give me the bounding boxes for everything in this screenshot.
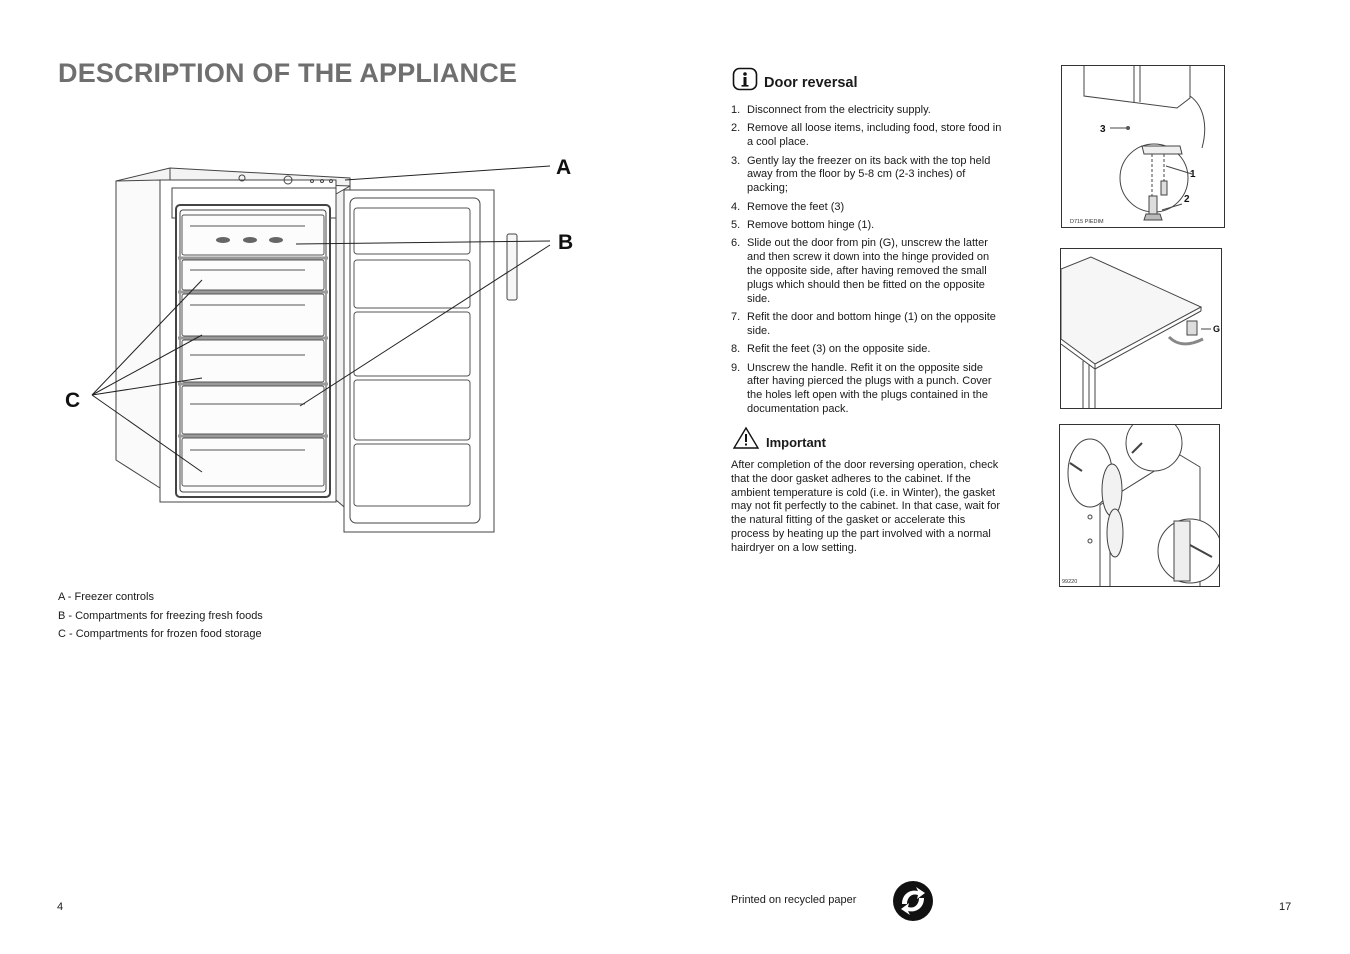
callout-a: A [556, 156, 571, 179]
legend-item: A - Freezer controls [58, 591, 154, 603]
info-icon [732, 67, 758, 91]
step-number: 5. [731, 218, 741, 231]
hinge-feet-illustration: 3 1 2 D715 PIEDIM [1070, 66, 1206, 225]
list-item: 9. Unscrew the handle. Refit it on the op… [731, 362, 1003, 417]
step-text: Remove bottom hinge (1). [747, 218, 875, 231]
handle-illustration: 99220 [1062, 425, 1219, 586]
list-item: 7. Refit the door and bottom hinge (1) on… [731, 311, 1003, 339]
step-number: 2. [731, 122, 741, 135]
step-number: 8. [731, 343, 741, 356]
step-text: Refit the door and bottom hinge (1) on t… [747, 310, 996, 337]
legend-item: B - Compartments for freezing fresh food… [58, 609, 263, 622]
freezer-diagram: A B C [65, 156, 573, 533]
door-reversal-steps: 1. Disconnect from the electricity supply… [731, 104, 1003, 421]
list-item: 8. Refit the feet (3) on the opposite sid… [731, 343, 1003, 357]
door-pin-illustration: G [1061, 256, 1220, 408]
step-text: Disconnect from the electricity supply. [747, 104, 931, 116]
legend-item: C - Compartments for frozen food storage [58, 628, 262, 640]
list-item: 3. Gently lay the freezer on its back wit… [731, 155, 1003, 196]
page-number-right: 17 [1279, 901, 1292, 913]
step-number: 4. [731, 200, 741, 213]
list-item: 6. Slide out the door from pin (G), unscr… [731, 237, 1003, 306]
fig1-code: D715 PIEDIM [1070, 219, 1104, 225]
step-text: Gently lay the freezer on its back with … [747, 154, 991, 195]
list-item: 1. Disconnect from the electricity supply… [731, 104, 1003, 118]
step-number: 1. [731, 104, 741, 116]
step-text: Slide out the door from pin (G), unscrew… [747, 237, 990, 305]
important-heading: Important [732, 425, 826, 450]
step-number: 7. [731, 310, 741, 323]
important-title: Important [766, 435, 826, 450]
recycle-logo [893, 881, 933, 921]
printed-note: Printed on recycled paper [731, 894, 857, 906]
callout-b: B [558, 231, 573, 254]
figure-handle: 99220 [1059, 424, 1220, 587]
step-number: 6. [731, 237, 741, 250]
door-reversal-title: Door reversal [764, 75, 858, 91]
step-text: Remove all loose items, including food, … [747, 122, 1002, 149]
list-item: 5. Remove bottom hinge (1). [731, 219, 1003, 233]
warning-icon [732, 426, 760, 449]
fig1-label-2: 2 [1184, 194, 1190, 205]
fig1-label-3: 3 [1100, 124, 1106, 135]
callout-c: C [65, 389, 80, 412]
figure-door-pin: G [1060, 248, 1222, 409]
step-number: 9. [731, 361, 741, 374]
step-number: 3. [731, 154, 741, 167]
page-title: DESCRIPTION OF THE APPLIANCE [58, 58, 518, 88]
list-item: 2. Remove all loose items, including food… [731, 122, 1003, 150]
fig3-code: 99220 [1062, 579, 1077, 585]
step-text: Unscrew the handle. Refit it on the oppo… [747, 361, 992, 415]
fig2-label-g: G [1213, 324, 1220, 334]
step-text: Refit the feet (3) on the opposite side. [747, 343, 931, 356]
step-text: Remove the feet (3) [747, 200, 845, 213]
important-text: After completion of the door reversing o… [731, 459, 1001, 554]
door-reversal-heading: Door reversal [732, 67, 858, 91]
list-item: 4. Remove the feet (3) [731, 201, 1003, 215]
figure-hinge-feet: 3 1 2 D715 PIEDIM [1061, 65, 1225, 228]
fig1-label-1: 1 [1190, 169, 1196, 180]
page-number-left: 4 [57, 901, 64, 913]
legend: A - Freezer controls B - Compartments fo… [58, 588, 263, 644]
